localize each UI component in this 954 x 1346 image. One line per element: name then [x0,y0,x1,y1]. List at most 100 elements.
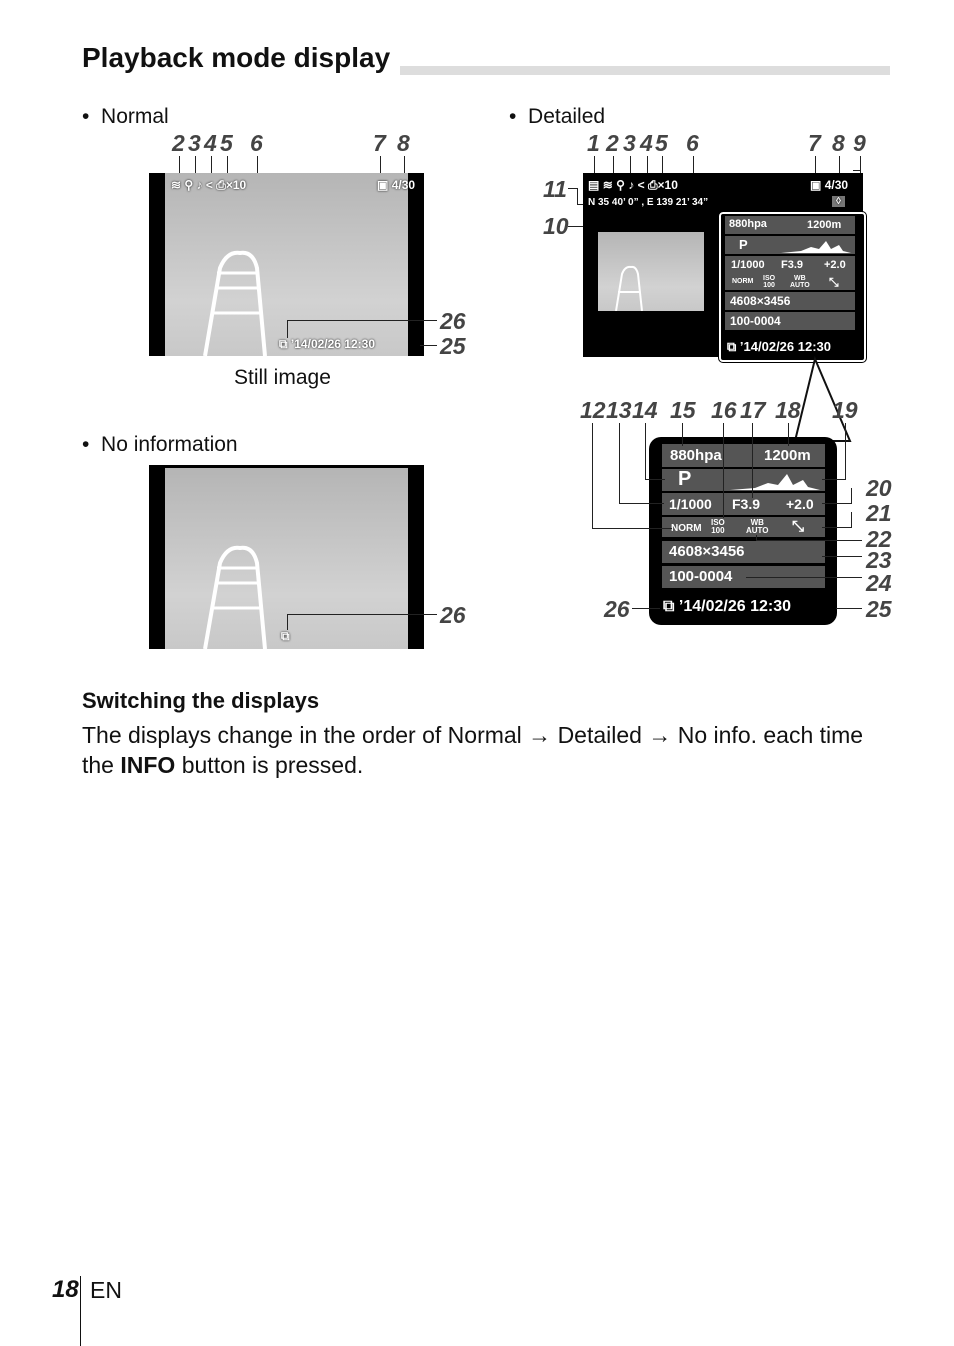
aperture: F3.9 [781,259,804,271]
callout-d3: 3 [623,130,636,156]
print-count: ×10 [225,178,247,192]
callout-4: 4 [204,130,217,156]
callout-26: 26 [440,308,466,334]
section-text: The displays change in the order of Norm… [82,720,872,780]
wifi-icon: ≋ [171,178,182,192]
gps-coordinates: N 35 40’ 0” , E 139 21’ 34” [588,197,709,208]
enlarged-quality: NORM [671,523,702,534]
callout-d11: 11 [543,176,567,202]
iso-label: ISO [763,275,776,282]
callout-25: 25 [440,333,466,359]
file-number: 100-0004 [730,314,781,328]
card-icon: ▣ [377,178,389,192]
rating-icon: ▤ [588,178,600,192]
normal-osd-icons: ≋ ⚲ ♪ < ⎙×10 [171,178,246,193]
lifeguard-tower-image [203,545,267,649]
callout-d7: 7 [808,130,821,156]
callout-17: 17 [740,397,766,423]
callout-15: 15 [670,397,696,423]
normal-label: • Normal [82,105,169,128]
callout-d8: 8 [832,130,845,156]
mode-histogram-strip: P [725,236,855,254]
lifeguard-tower-image [203,250,267,356]
normal-date: ’14/02/26 12:30 [290,337,375,351]
sound-icon: ♪ [628,178,635,192]
callout-20: 20 [866,475,892,501]
enlarged-date: ’14/02/26 12:30 [678,598,791,615]
page-separator [80,1276,81,1346]
page-title: Playback mode display [82,42,391,73]
file-number-strip: 100-0004 [725,312,855,330]
callout-21: 21 [866,500,892,526]
enlarged-aperture: F3.9 [732,496,761,512]
detailed-date-row: ⧉ ’14/02/26 12:30 [727,339,831,355]
callout-d4: 4 [640,130,653,156]
detailed-date: ’14/02/26 12:30 [739,339,831,354]
callout-26c: 26 [604,596,630,622]
enlarged-mode: P [678,468,692,490]
enlarged-file-strip: 100-0004 [662,566,825,588]
enlarged-color-space-icon: ⤡ [792,518,805,535]
section-heading: Switching the displays [82,688,320,713]
print-icon: ⎙ [647,178,658,192]
callout-2: 2 [172,130,185,156]
callout-8: 8 [397,130,410,156]
shooting-mode: P [739,237,748,252]
no-info-photo [165,468,408,649]
detailed-thumbnail [598,232,704,311]
callout-d6: 6 [686,130,699,156]
card-icon: ▣ [810,178,822,192]
callout-d5: 5 [655,130,668,156]
callout-3: 3 [188,130,201,156]
still-image-caption: Still image [234,366,331,389]
enlarged-mode-strip: P [662,468,825,491]
title-rule [400,66,890,75]
share-icon: < [205,178,213,192]
normal-osd-date: ⧉ ’14/02/26 12:30 [279,337,375,352]
wb-label: WB [794,275,806,282]
detailed-label: • Detailed [509,105,606,128]
altitude: 1200m [807,219,842,231]
enlarged-altitude: 1200m [764,447,811,464]
callout-12: 12 [580,397,606,423]
share-icon: < [637,178,645,192]
enlarged-histogram-icon [730,474,820,490]
print-icon: ⎙ [216,178,226,192]
callout-26b: 26 [440,602,466,628]
detailed-osd-frame: ▣ 4/30 [810,178,848,192]
callout-16: 16 [711,397,737,423]
wb-value: AUTO [790,282,810,289]
no-info-label-text: No information [101,433,238,456]
callout-19: 19 [832,397,858,423]
pressure: 880hpa [729,218,767,230]
color-space-icon: ⤡ [829,275,839,289]
section-text-1: The displays change in the order of Norm… [82,722,864,778]
detailed-label-text: Detailed [528,105,606,128]
callout-5: 5 [220,130,233,156]
normal-osd-frame: ▣ 4/30 [377,178,415,192]
histogram-icon [781,241,851,253]
page-number: 18 [52,1276,79,1303]
normal-photo [165,173,408,356]
sound-icon: ♪ [196,178,203,192]
gps-icon: ◊ [832,196,845,207]
enlarged-shutter: 1/1000 [669,496,712,512]
wifi-icon: ≋ [602,178,613,192]
callout-14: 14 [632,397,658,423]
sequence-icon: ⧉ [279,337,288,351]
lifeguard-tower-image [615,265,643,311]
enlarged-iso-value: 100 [711,526,725,535]
callout-6: 6 [250,130,263,156]
image-size-strip: 4608×3456 [725,292,855,310]
page-language: EN [90,1277,122,1303]
no-info-label: • No information [82,433,238,456]
pressure-altitude-strip: 880hpa 1200m [725,216,855,234]
callout-d9: 9 [853,130,866,156]
callout-d10: 10 [543,213,569,239]
callout-25b: 25 [866,596,892,622]
